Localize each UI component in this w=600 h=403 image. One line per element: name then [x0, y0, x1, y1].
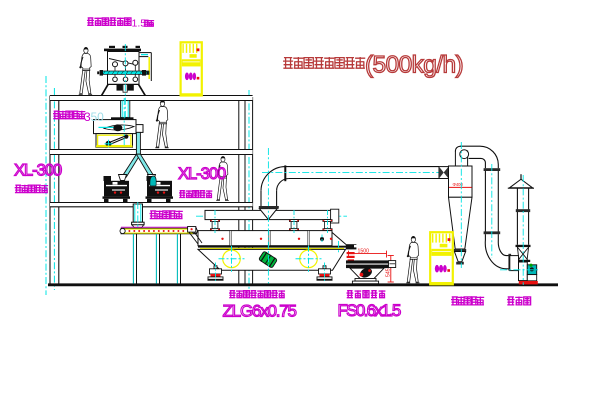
- svg-text:545: 545: [386, 268, 392, 277]
- svg-text:50: 50: [91, 110, 105, 124]
- svg-text:Φ400: Φ400: [453, 182, 464, 187]
- svg-text:(500kg/h): (500kg/h): [365, 52, 463, 79]
- svg-text:1500: 1500: [358, 248, 370, 254]
- svg-text:ZLG6x0.75: ZLG6x0.75: [223, 302, 297, 321]
- svg-text:XL-300: XL-300: [178, 165, 226, 183]
- svg-text:XL-300: XL-300: [14, 162, 62, 180]
- svg-text:1.5: 1.5: [132, 18, 147, 30]
- svg-text:3: 3: [84, 110, 91, 124]
- svg-text:FS0.6x1.5: FS0.6x1.5: [338, 301, 401, 320]
